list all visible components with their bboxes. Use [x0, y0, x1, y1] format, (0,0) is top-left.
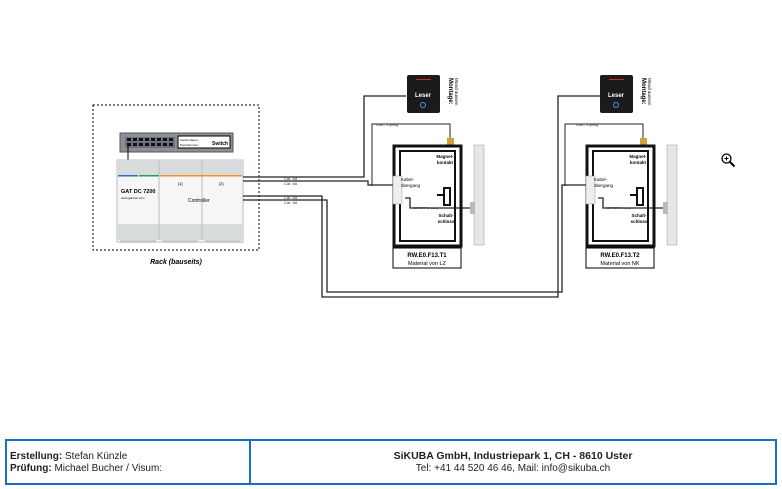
- dmc-label: DMC 3-polig: [376, 122, 398, 127]
- slot-1-label: [1]: [178, 181, 182, 186]
- controller-title: Controller: [188, 198, 210, 204]
- magnet-label: kontakt: [437, 160, 454, 165]
- kabel-label: übergang: [401, 183, 421, 188]
- montage-label: Montage:: [447, 78, 453, 105]
- montage-sub: Wand aussen: [647, 78, 652, 106]
- kabel-label: Kabel-: [401, 177, 415, 182]
- schalt-label: schloss: [631, 219, 648, 224]
- zoom-in-icon[interactable]: [720, 152, 736, 168]
- switch-title: Switch: [212, 141, 228, 147]
- material-label: Material von NK: [600, 261, 639, 267]
- title-block: Erstellung: Stefan Künzle Prüfung: Micha…: [5, 439, 777, 485]
- magnet-label: Magnet-: [436, 154, 454, 159]
- dmc-label: DMC 3-polig: [576, 122, 598, 127]
- eff-label: EFF EFF 14-polig: [414, 206, 438, 210]
- switch-name-label: Switch-Name:: [180, 138, 199, 142]
- schalt-label: Schalt-: [438, 213, 454, 218]
- door-1: Leser Montage: Wand aussen DMC 3-polig M…: [376, 75, 485, 269]
- cable-label: Cat. 6A: [284, 176, 298, 181]
- magnet-label: Magnet-: [629, 154, 647, 159]
- port-number-label: Port-Nummer:: [180, 143, 199, 147]
- rack-outline: [92, 104, 260, 251]
- lock-image: [666, 144, 678, 246]
- company-block: SiKUBA GmbH, Industriepark 1, CH - 8610 …: [251, 441, 775, 483]
- cable-label: Cat. 6A: [284, 181, 298, 186]
- author-block: Erstellung: Stefan Künzle Prüfung: Micha…: [7, 441, 251, 483]
- cable-label: Cat. 6A: [284, 195, 298, 200]
- door-id: RW.E0.F13.T1: [407, 253, 447, 259]
- door-2: Leser Montage: Wand aussen DMC 3-polig M…: [576, 75, 678, 269]
- switch: Switch-Name: Port-Nummer: Switch: [119, 132, 234, 153]
- controller-model: GAT DC 7200: [121, 189, 155, 195]
- material-label: Material von LZ: [408, 261, 447, 267]
- reader-label: Leser: [608, 93, 625, 99]
- erstellung-label: Erstellung:: [10, 451, 63, 462]
- company-contact: Tel: +41 44 520 46 46, Mail: info@sikuba…: [415, 463, 611, 474]
- lock-image: [473, 144, 485, 246]
- pruefung-value: Michael Bucher / Visum:: [54, 463, 163, 474]
- reader-label: Leser: [415, 93, 432, 99]
- rack-label: Rack (bauseits): [150, 259, 202, 266]
- controller-url: www.gantner.com: [121, 196, 145, 200]
- erstellung-value: Stefan Künzle: [65, 451, 128, 462]
- pruefung-label: Prüfung:: [10, 463, 52, 474]
- magnet-label: kontakt: [630, 160, 647, 165]
- cable-label: Cat. 6A: [284, 200, 298, 205]
- cables: [243, 95, 663, 298]
- eff-label: EFF EFF 14-polig: [607, 206, 631, 210]
- controller: [1] [2] GAT DC 7200 www.gantner.com Cont…: [116, 159, 244, 243]
- door-id: RW.E0.F13.T2: [600, 253, 640, 259]
- kabel-label: Kabel-: [594, 177, 608, 182]
- schalt-label: Schalt-: [631, 213, 647, 218]
- montage-label: Montage:: [640, 78, 646, 105]
- montage-sub: Wand aussen: [454, 78, 459, 106]
- kabel-label: übergang: [594, 183, 614, 188]
- company-name: SiKUBA GmbH, Industriepark 1, CH - 8610 …: [393, 450, 633, 462]
- schalt-label: schloss: [438, 219, 455, 224]
- slot-2-label: [2]: [219, 181, 223, 186]
